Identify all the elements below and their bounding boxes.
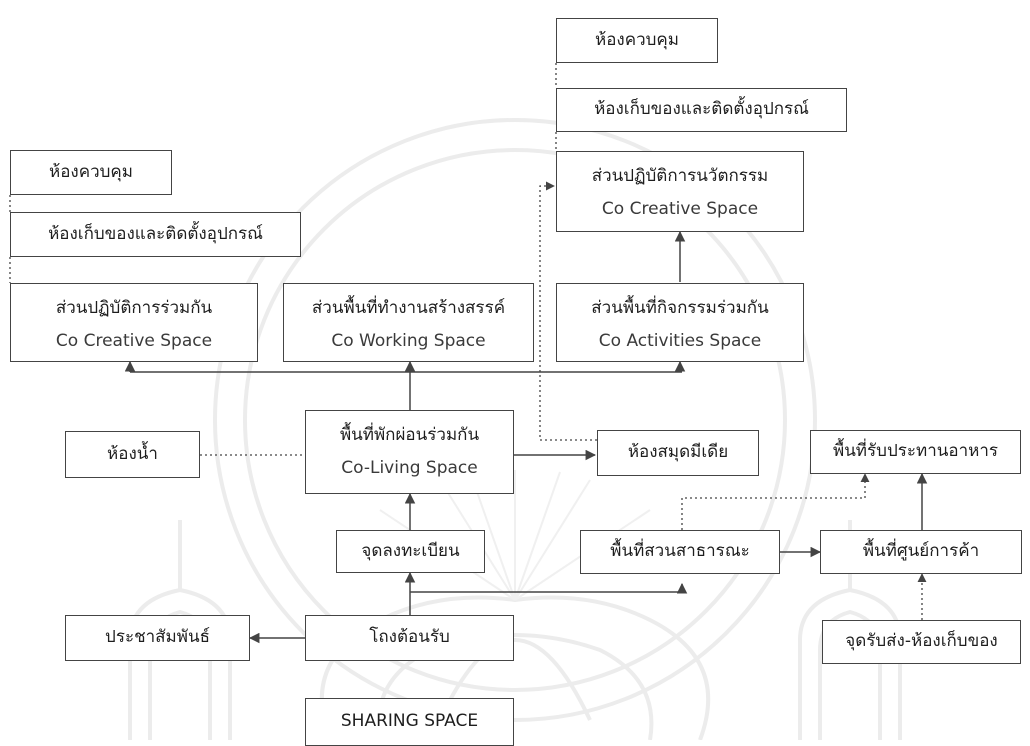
- box-living-zone: พื้นที่พักผ่อนร่วมกัน Co-Living Space: [305, 410, 514, 494]
- box-activities-zone: ส่วนพื้นที่กิจกรรมร่วมกัน Co Activities …: [556, 283, 804, 362]
- edge-garden-to-dining: [681, 473, 870, 530]
- box-restroom: ห้องน้ำ: [65, 431, 200, 478]
- box-creative-work-zone: ส่วนพื้นที่ทำงานสร้างสรรค์ Co Working Sp…: [283, 283, 534, 362]
- box-storage-right: ห้องเก็บของและติดตั้งอุปกรณ์: [556, 88, 847, 132]
- box-dining-area: พื้นที่รับประทานอาหาร: [810, 430, 1021, 474]
- box-sharing-space: SHARING SPACE: [305, 698, 514, 746]
- box-delivery-storage: จุดรับส่ง-ห้องเก็บของ: [822, 620, 1021, 664]
- box-public-relations: ประชาสัมพันธ์: [65, 615, 250, 661]
- box-shopping-center: พื้นที่ศูนย์การค้า: [820, 530, 1022, 574]
- box-storage-left: ห้องเก็บของและติดตั้งอุปกรณ์: [10, 212, 301, 257]
- box-reception-hall: โถงต้อนรับ: [305, 615, 514, 661]
- box-innovation-zone: ส่วนปฏิบัติการนวัตกรรม Co Creative Space: [556, 151, 804, 232]
- box-media-library: ห้องสมุดมีเดีย: [597, 430, 759, 476]
- box-control-room-left: ห้องควบคุม: [10, 150, 172, 195]
- box-registration: จุดลงทะเบียน: [336, 530, 485, 573]
- box-public-garden: พื้นที่สวนสาธารณะ: [580, 530, 780, 574]
- box-collab-zone: ส่วนปฏิบัติการร่วมกัน Co Creative Space: [10, 283, 258, 362]
- box-control-room-right: ห้องควบคุม: [556, 18, 718, 63]
